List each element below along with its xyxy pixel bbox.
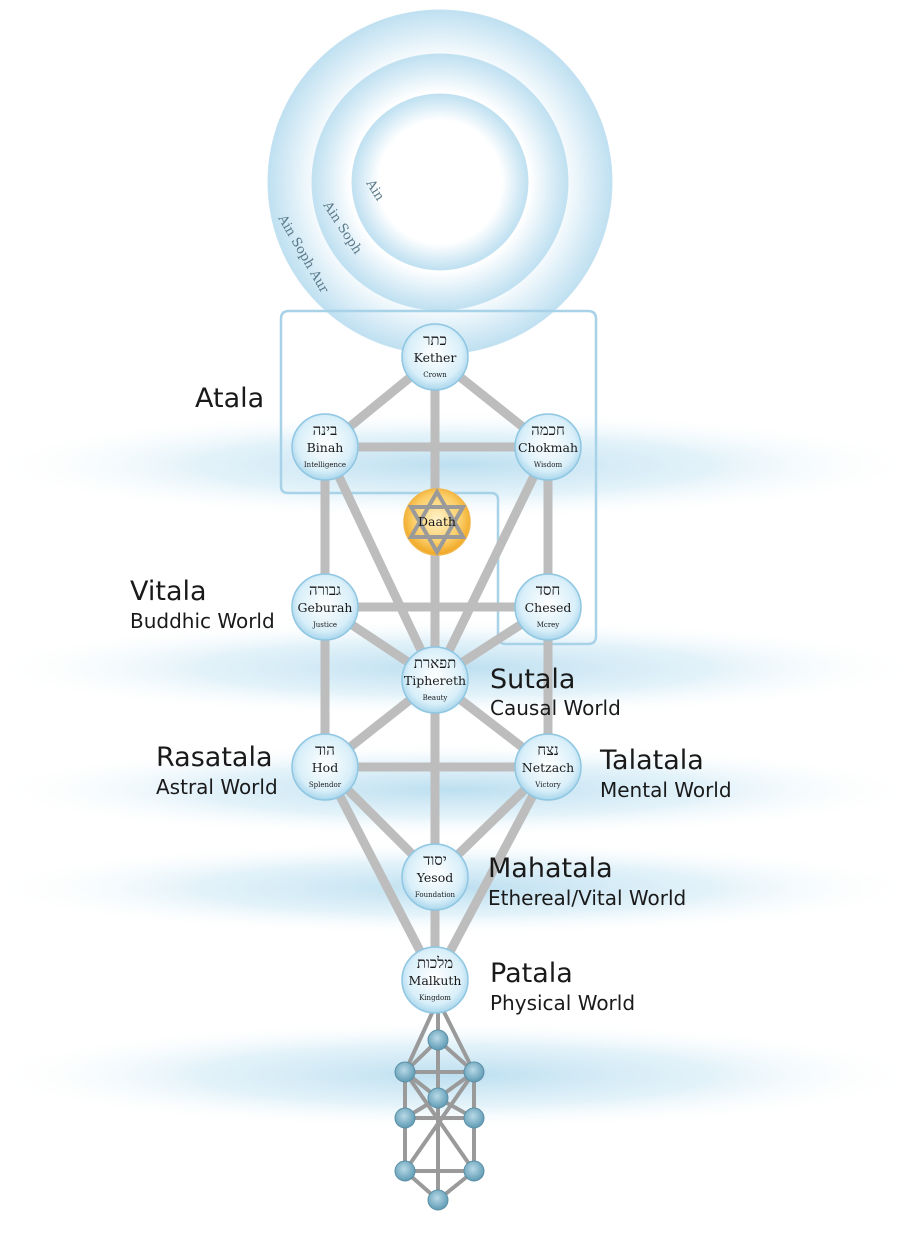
binah-hebrew: בינה — [313, 421, 338, 439]
ain-circle — [351, 93, 529, 271]
world-subtitle-sutala: Causal World — [490, 696, 621, 720]
sephirah-chesed: חסד Chesed Mcrey — [514, 573, 582, 641]
lower-node-3 — [463, 1061, 485, 1083]
hod-name: Hod — [312, 760, 338, 775]
netzach-hebrew: נצח — [537, 741, 559, 759]
chokmah-hebrew: חכמה — [531, 421, 565, 439]
geburah-meaning: Justice — [312, 621, 337, 629]
sephirah-netzach: נצח Netzach Victory — [514, 733, 582, 801]
world-labels: Atala Vitala Buddhic World Sutala Causal… — [130, 383, 732, 1015]
star-of-david-icon-inverted — [407, 505, 467, 556]
geburah-name: Geburah — [298, 600, 353, 615]
world-subtitle-vitala: Buddhic World — [130, 609, 275, 633]
hod-hebrew: הוד — [315, 741, 335, 759]
world-subtitle-rasatala: Astral World — [156, 775, 278, 799]
lower-node-5 — [394, 1107, 416, 1129]
kether-name: Kether — [414, 350, 457, 365]
lower-node-7 — [394, 1160, 416, 1182]
malkuth-hebrew: מלכות — [417, 954, 453, 972]
geburah-hebrew: גבורה — [309, 581, 341, 599]
malkuth-meaning: Kingdom — [419, 994, 451, 1002]
sephirah-tiphereth: תפארת Tiphereth Beauty — [401, 646, 469, 714]
chesed-meaning: Mcrey — [537, 621, 560, 629]
world-title-patala: Patala — [490, 958, 573, 989]
world-title-sutala: Sutala — [490, 664, 575, 695]
hod-meaning: Splendor — [309, 781, 342, 789]
tiphereth-name: Tiphereth — [404, 673, 466, 688]
band-patala — [0, 1020, 910, 1130]
kether-sphere — [401, 323, 469, 391]
binah-meaning: Intelligence — [304, 461, 346, 469]
tiphereth-hebrew: תפארת — [414, 654, 457, 672]
world-subtitle-mahatala: Ethereal/Vital World — [488, 886, 686, 910]
sephirah-daath: Daath — [403, 488, 471, 556]
sephirah-yesod: יסוד Yesod Foundation — [401, 843, 469, 911]
world-title-mahatala: Mahatala — [488, 853, 613, 884]
netzach-meaning: Victory — [534, 781, 560, 789]
tree-paths — [320, 352, 553, 985]
star-of-david-icon — [407, 488, 467, 539]
lower-node-2 — [394, 1061, 416, 1083]
world-subtitle-talatala: Mental World — [600, 778, 732, 802]
sephirah-kether: כתר Kether Crown — [401, 323, 469, 391]
world-title-talatala: Talatala — [599, 745, 704, 776]
hod-sphere — [291, 733, 359, 801]
yesod-name: Yesod — [416, 870, 454, 885]
lower-node-8 — [463, 1160, 485, 1182]
malkuth-sphere — [401, 946, 469, 1014]
kether-hebrew: כתר — [423, 331, 447, 349]
chesed-hebrew: חסד — [536, 581, 561, 599]
world-title-rasatala: Rasatala — [156, 742, 273, 773]
world-title-vitala: Vitala — [130, 576, 207, 607]
binah-name: Binah — [307, 440, 344, 455]
yesod-meaning: Foundation — [415, 891, 456, 899]
geburah-sphere — [291, 573, 359, 641]
lower-tree — [394, 998, 485, 1211]
sephirah-chokmah: חכמה Chokmah Wisdom — [514, 413, 582, 481]
sephirah-binah: בינה Binah Intelligence — [291, 413, 359, 481]
malkuth-name: Malkuth — [409, 973, 462, 988]
sephirah-geburah: גבורה Geburah Justice — [291, 573, 359, 641]
chokmah-name: Chokmah — [518, 440, 578, 455]
world-subtitle-patala: Physical World — [490, 991, 635, 1015]
sephiroth: כתר Kether Crown בינה Binah Intelligence… — [291, 323, 582, 1014]
sephirah-hod: הוד Hod Splendor — [291, 733, 359, 801]
tiphereth-sphere — [401, 646, 469, 714]
netzach-sphere — [514, 733, 582, 801]
kether-meaning: Crown — [423, 371, 447, 379]
sephirah-malkuth: מלכות Malkuth Kingdom — [401, 946, 469, 1014]
chesed-name: Chesed — [525, 600, 572, 615]
lower-node-4 — [427, 1087, 449, 1109]
world-title-atala: Atala — [195, 383, 264, 414]
tiphereth-meaning: Beauty — [423, 694, 448, 702]
lower-node-1 — [427, 1029, 449, 1051]
binah-sphere — [291, 413, 359, 481]
band-rasatala — [0, 742, 910, 838]
chesed-sphere — [514, 573, 582, 641]
daath-name: Daath — [418, 514, 456, 529]
band-atala — [0, 410, 910, 520]
yesod-sphere — [401, 843, 469, 911]
yesod-hebrew: יסוד — [423, 851, 447, 869]
chokmah-meaning: Wisdom — [534, 461, 563, 469]
chokmah-sphere — [514, 413, 582, 481]
ain-circles: Ain Soph Aur Ain Soph Ain — [267, 9, 613, 355]
lower-node-9 — [427, 1189, 449, 1211]
netzach-name: Netzach — [522, 760, 574, 775]
lower-node-6 — [463, 1107, 485, 1129]
